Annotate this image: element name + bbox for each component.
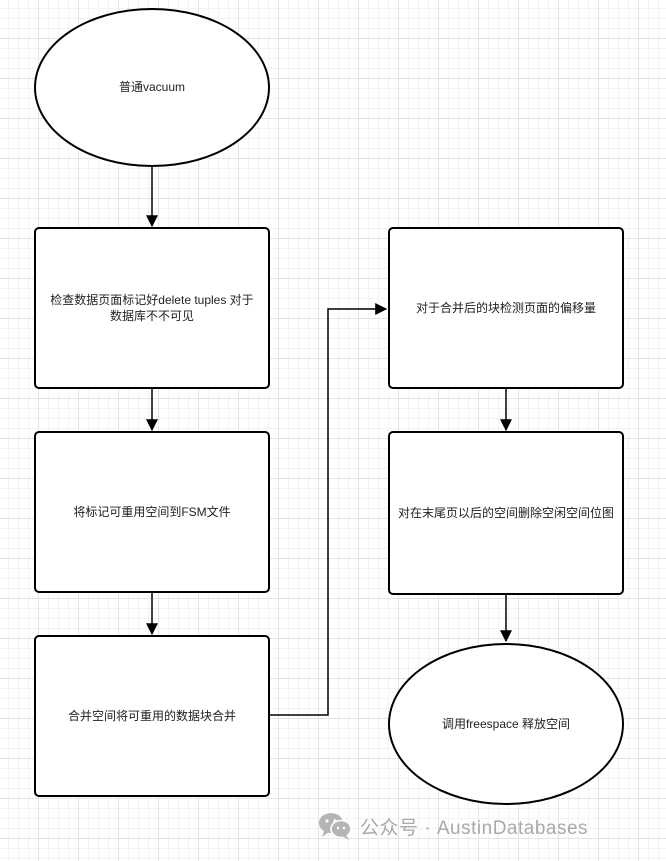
start-vacuum-node: 普通vacuum — [34, 8, 270, 167]
wechat-icon — [319, 813, 352, 840]
mark-fsm-label: 将标记可重用空间到FSM文件 — [73, 504, 231, 519]
detect-offset-node: 对于合并后的块检测页面的偏移量 — [388, 227, 624, 389]
delete-bitmap-node: 对在末尾页以后的空间删除空闲空间位图 — [388, 431, 624, 595]
detect-offset-label: 对于合并后的块检测页面的偏移量 — [415, 300, 596, 315]
check-pages-node: 检查数据页面标记好delete tuples 对于 数据库不不可见 — [34, 227, 270, 389]
watermark: 公众号 · AustinDatabases — [318, 811, 588, 841]
call-freespace-label: 调用freespace 释放空间 — [441, 716, 571, 731]
arrow-merge-to-offset — [269, 303, 388, 716]
check-pages-label: 检查数据页面标记好delete tuples 对于 数据库不不可见 — [50, 292, 254, 323]
call-freespace-node: 调用freespace 释放空间 — [388, 643, 624, 805]
start-vacuum-label: 普通vacuum — [118, 80, 186, 95]
merge-space-label: 合并空间将可重用的数据块合并 — [67, 708, 236, 723]
delete-bitmap-label: 对在末尾页以后的空间删除空闲空间位图 — [398, 505, 615, 520]
watermark-text: 公众号 · AustinDatabases — [360, 817, 589, 839]
merge-space-node: 合并空间将可重用的数据块合并 — [34, 635, 270, 797]
mark-fsm-node: 将标记可重用空间到FSM文件 — [34, 431, 270, 593]
